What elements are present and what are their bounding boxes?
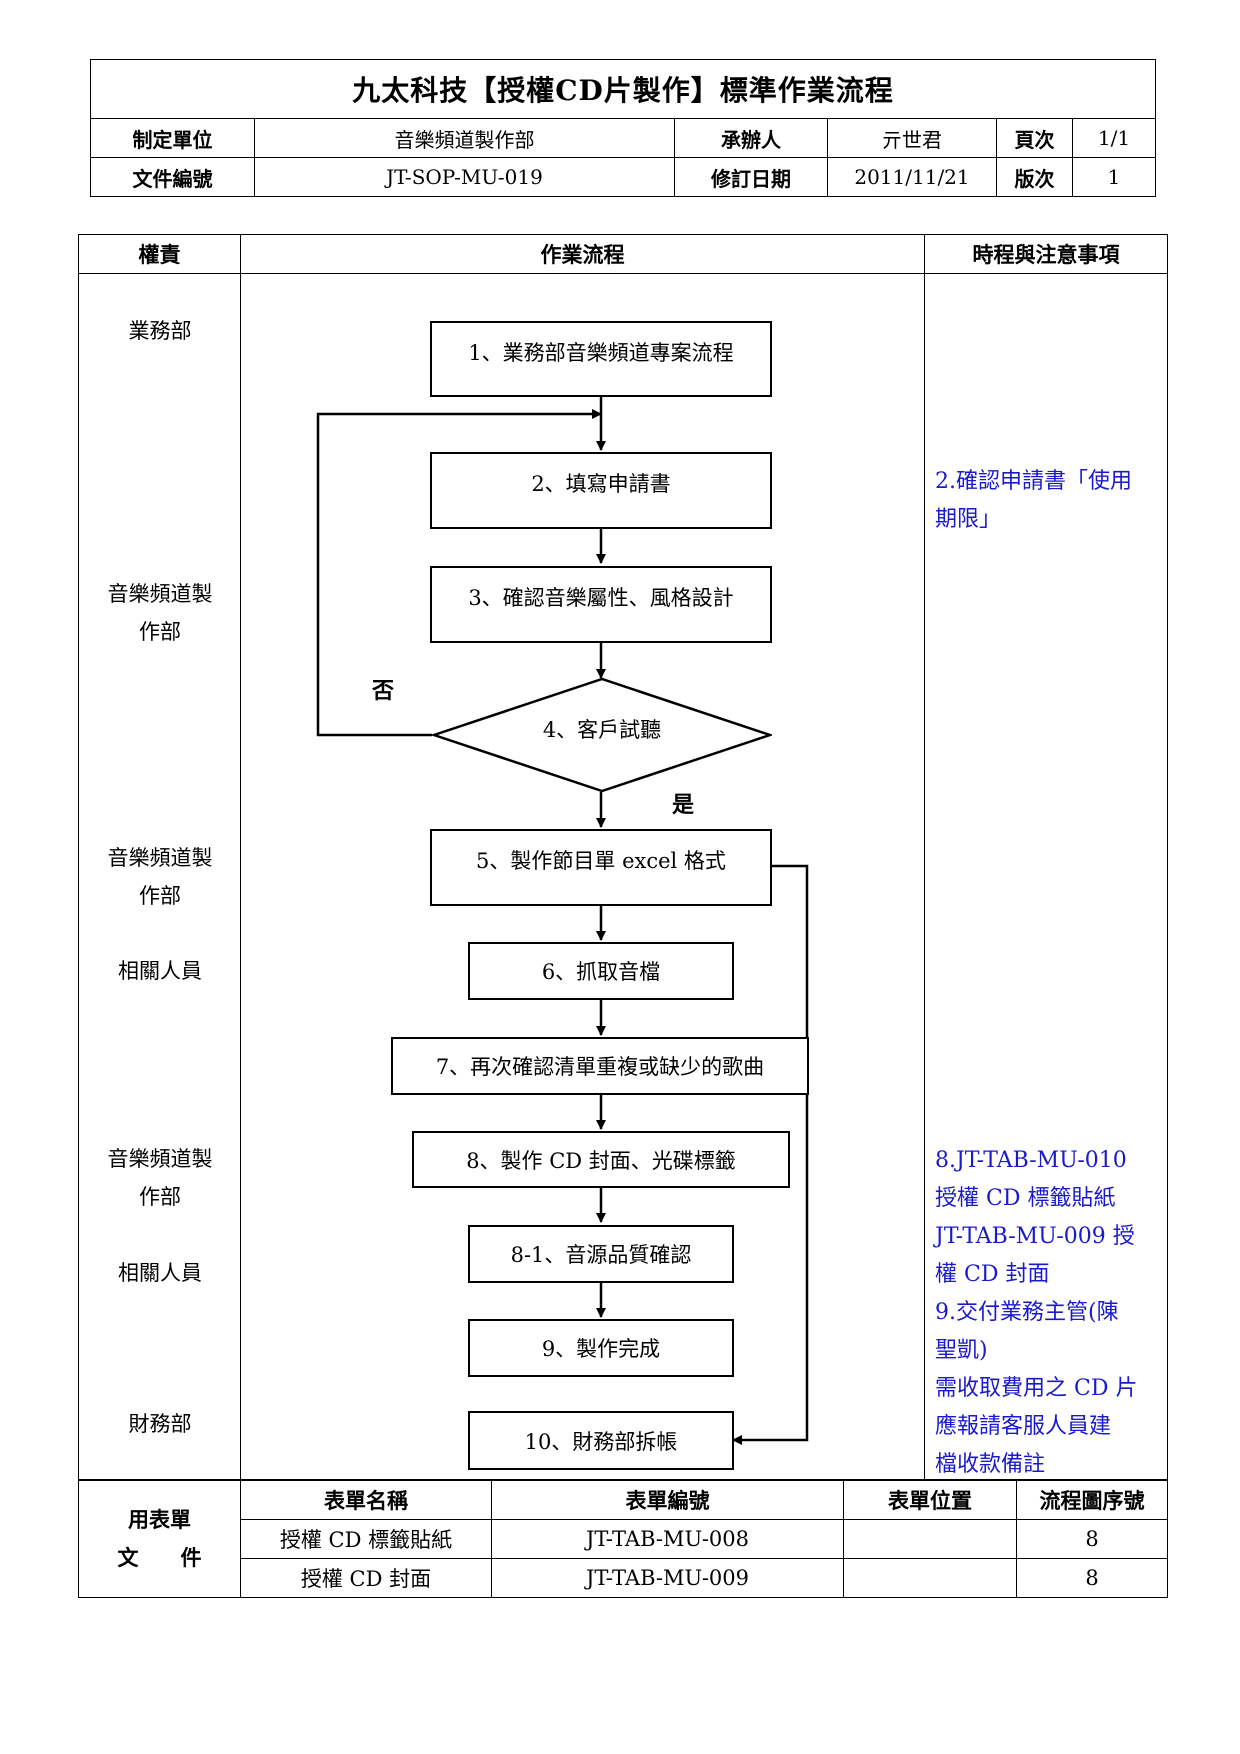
resp-music-channel-1: 音樂頻道製 作部 [107, 582, 213, 644]
dept-value: 音樂頻道製作部 [254, 118, 675, 158]
step-7-box: 7、再次確認清單重複或缺少的歌曲 [391, 1037, 809, 1095]
form-location [843, 1519, 1017, 1559]
form-id: JT-TAB-MU-008 [491, 1519, 844, 1559]
step-9-label: 9、製作完成 [541, 1337, 661, 1361]
step-8-box: 8、製作 CD 封面、光碟標籤 [412, 1131, 790, 1188]
branch-yes-label: 是 [672, 792, 695, 818]
step-9-box: 9、製作完成 [468, 1319, 734, 1377]
forms-col-seq: 流程圖序號 [1016, 1480, 1168, 1520]
step-10-label: 10、財務部拆帳 [524, 1429, 678, 1454]
note-step-2: 2.確認申請書「使用 期限」 [935, 469, 1132, 532]
responsibility-column [78, 273, 241, 1480]
branch-no-label: 否 [372, 678, 395, 704]
form-seq: 8 [1016, 1558, 1168, 1598]
resp-finance: 財務部 [128, 1412, 192, 1436]
doc-number-label: 文件編號 [90, 157, 255, 197]
step-4-label: 4、客戶試聽 [542, 718, 662, 742]
step-8-1-box: 8-1、音源品質確認 [468, 1225, 734, 1283]
step-5-label: 5、製作節目單 excel 格式 [476, 849, 726, 873]
header-table: 九太科技【授權CD片製作】標準作業流程 制定單位 音樂頻道製作部 承辦人 亓世君… [90, 59, 1156, 197]
forms-label: 用表單 文 件 [78, 1480, 241, 1598]
doc-number-value: JT-SOP-MU-019 [254, 157, 675, 197]
form-name: 授權 CD 封面 [240, 1558, 492, 1598]
revision-date-value: 2011/11/21 [827, 157, 997, 197]
step-4-diamond [432, 678, 772, 792]
forms-col-id: 表單編號 [491, 1480, 844, 1520]
forms-label-line1: 用表單 [128, 1507, 191, 1532]
notes-column [924, 273, 1168, 1480]
resp-music-channel-3: 音樂頻道製 作部 [107, 1147, 213, 1209]
form-seq: 8 [1016, 1519, 1168, 1559]
step-1-box: 1、業務部音樂頻道專案流程 [430, 321, 772, 397]
forms-col-name: 表單名稱 [240, 1480, 492, 1520]
step-10-box: 10、財務部拆帳 [468, 1411, 734, 1470]
form-name: 授權 CD 標籤貼紙 [240, 1519, 492, 1559]
step-2-label: 2、填寫申請書 [531, 472, 671, 496]
arrow-5-10-bypass [732, 864, 809, 1445]
step-8-label: 8、製作 CD 封面、光碟標籤 [466, 1148, 736, 1173]
page-label: 頁次 [996, 118, 1073, 158]
form-id: JT-TAB-MU-009 [491, 1558, 844, 1598]
note-step-8-9: 8.JT-TAB-MU-010 授權 CD 標籤貼紙 JT-TAB-MU-009… [935, 1148, 1138, 1477]
forms-table: 用表單 文 件 表單名稱 表單編號 表單位置 流程圖序號 授權 CD 標籤貼紙 … [78, 1480, 1168, 1598]
version-value: 1 [1072, 157, 1156, 197]
table-row: 授權 CD 標籤貼紙 JT-TAB-MU-008 8 [79, 1519, 1168, 1559]
step-2-box: 2、填寫申請書 [430, 452, 772, 529]
step-6-label: 6、抓取音檔 [541, 960, 661, 984]
arrow-4-no-loop [316, 409, 602, 737]
step-1-label: 1、業務部音樂頻道專案流程 [468, 341, 734, 365]
forms-col-location: 表單位置 [843, 1480, 1017, 1520]
step-7-label: 7、再次確認清單重複或缺少的歌曲 [435, 1055, 765, 1079]
forms-label-line2: 文 件 [117, 1545, 202, 1570]
resp-related-1: 相關人員 [118, 959, 202, 983]
step-5-box: 5、製作節目單 excel 格式 [430, 829, 772, 906]
dept-label: 制定單位 [90, 118, 255, 158]
step-3-box: 3、確認音樂屬性、風格設計 [430, 566, 772, 643]
resp-related-2: 相關人員 [118, 1261, 202, 1285]
resp-music-channel-2: 音樂頻道製 作部 [107, 846, 213, 908]
version-label: 版次 [996, 157, 1073, 197]
document-title: 九太科技【授權CD片製作】標準作業流程 [90, 59, 1156, 119]
revision-date-label: 修訂日期 [674, 157, 828, 197]
table-row: 授權 CD 封面 JT-TAB-MU-009 8 [79, 1558, 1168, 1598]
step-3-label: 3、確認音樂屬性、風格設計 [468, 586, 734, 610]
resp-sales: 業務部 [128, 319, 192, 343]
form-location [843, 1558, 1017, 1598]
step-6-box: 6、抓取音檔 [468, 942, 734, 1000]
step-8-1-label: 8-1、音源品質確認 [510, 1243, 692, 1267]
